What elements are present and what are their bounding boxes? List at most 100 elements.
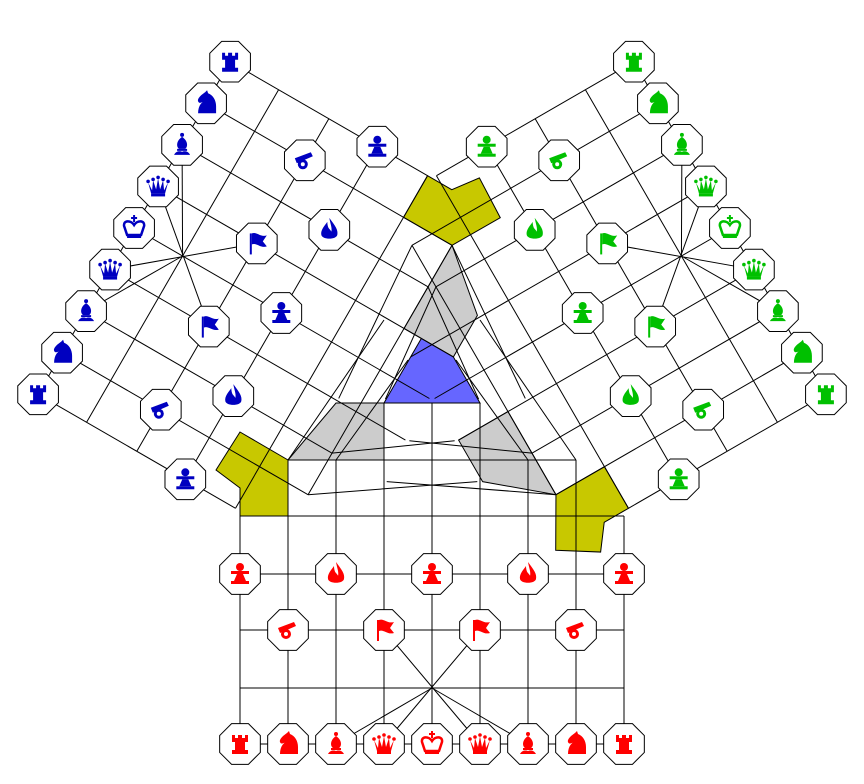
fire-piece[interactable] bbox=[513, 209, 556, 251]
rook-piece[interactable] bbox=[603, 723, 645, 765]
file-line bbox=[483, 227, 731, 371]
flag-piece[interactable] bbox=[459, 609, 501, 651]
queen-piece[interactable] bbox=[459, 723, 501, 765]
queen-icon bbox=[694, 175, 718, 197]
file-line bbox=[555, 352, 803, 496]
knight-piece[interactable] bbox=[185, 82, 227, 125]
queen-piece[interactable] bbox=[89, 248, 131, 291]
cannon-piece[interactable] bbox=[555, 609, 597, 651]
pieces-layer bbox=[17, 40, 847, 765]
cannon-piece[interactable] bbox=[538, 139, 581, 182]
rook-piece[interactable] bbox=[805, 373, 847, 416]
bishop-piece[interactable] bbox=[65, 290, 107, 332]
file-line bbox=[458, 411, 509, 441]
file-line bbox=[85, 310, 333, 454]
queen-piece[interactable] bbox=[137, 165, 179, 208]
bishop-piece[interactable] bbox=[757, 290, 799, 332]
flag-icon bbox=[249, 233, 267, 255]
file-line bbox=[435, 144, 683, 288]
bishop-icon bbox=[769, 299, 786, 322]
file-line bbox=[109, 269, 357, 413]
knight-icon bbox=[279, 731, 298, 754]
fire-piece[interactable] bbox=[308, 209, 351, 251]
file-line bbox=[61, 352, 309, 496]
king-piece[interactable] bbox=[113, 207, 155, 249]
pawn-piece[interactable] bbox=[164, 458, 207, 501]
king-icon bbox=[122, 215, 146, 238]
bishop-piece[interactable] bbox=[315, 723, 357, 765]
pawn-piece[interactable] bbox=[219, 553, 261, 595]
cannon-icon bbox=[294, 152, 313, 170]
cannon-icon bbox=[549, 152, 568, 170]
flag-icon bbox=[201, 316, 219, 338]
fire-icon bbox=[622, 384, 639, 405]
radial-line bbox=[386, 481, 557, 496]
queen-icon bbox=[742, 258, 766, 280]
cannon-piece[interactable] bbox=[682, 388, 725, 431]
king-piece[interactable] bbox=[709, 207, 751, 249]
knight-piece[interactable] bbox=[781, 331, 823, 374]
rook-icon bbox=[625, 52, 642, 72]
knight-piece[interactable] bbox=[267, 723, 309, 765]
file-line bbox=[436, 61, 635, 177]
queen-icon bbox=[468, 733, 492, 754]
flag-piece[interactable] bbox=[586, 222, 629, 265]
pawn-icon bbox=[573, 302, 592, 323]
palace-corner bbox=[402, 175, 501, 246]
bishop-piece[interactable] bbox=[507, 723, 549, 765]
fire-icon bbox=[225, 384, 242, 405]
pawn-icon bbox=[368, 135, 387, 157]
queen-icon bbox=[98, 258, 122, 280]
flag-piece[interactable] bbox=[634, 305, 677, 348]
radial-line bbox=[338, 245, 413, 399]
fire-piece[interactable] bbox=[212, 375, 255, 417]
pawn-piece[interactable] bbox=[356, 125, 399, 168]
bishop-piece[interactable] bbox=[161, 124, 203, 166]
flag-piece[interactable] bbox=[187, 305, 230, 348]
flag-icon bbox=[600, 233, 618, 255]
pawn-piece[interactable] bbox=[603, 553, 645, 595]
flag-piece[interactable] bbox=[363, 609, 405, 651]
file-line bbox=[379, 369, 430, 399]
cannon-piece[interactable] bbox=[267, 609, 309, 651]
rook-icon bbox=[232, 735, 248, 754]
knight-piece[interactable] bbox=[555, 723, 597, 765]
rook-piece[interactable] bbox=[209, 40, 251, 83]
knight-icon bbox=[53, 339, 73, 363]
rook-piece[interactable] bbox=[613, 40, 655, 83]
pawn-icon bbox=[231, 563, 249, 584]
queen-piece[interactable] bbox=[685, 165, 727, 208]
file-line bbox=[459, 185, 707, 329]
king-icon bbox=[718, 215, 742, 238]
file-line bbox=[355, 411, 406, 441]
pawn-piece[interactable] bbox=[561, 292, 604, 334]
knight-piece[interactable] bbox=[41, 331, 83, 374]
fire-piece[interactable] bbox=[609, 375, 652, 417]
king-icon bbox=[420, 731, 444, 754]
bishop-icon bbox=[520, 732, 536, 754]
fire-piece[interactable] bbox=[507, 553, 549, 595]
knight-piece[interactable] bbox=[637, 82, 679, 125]
bishop-piece[interactable] bbox=[661, 124, 703, 166]
file-line bbox=[507, 269, 755, 413]
fire-piece[interactable] bbox=[315, 553, 357, 595]
king-piece[interactable] bbox=[411, 723, 453, 765]
palace-corner bbox=[555, 466, 630, 553]
rook-piece[interactable] bbox=[17, 373, 59, 416]
cannon-piece[interactable] bbox=[139, 388, 182, 431]
palace-diagonal bbox=[607, 242, 755, 271]
rook-icon bbox=[616, 735, 632, 754]
queen-piece[interactable] bbox=[733, 248, 775, 291]
pawn-piece[interactable] bbox=[657, 458, 700, 501]
queen-piece[interactable] bbox=[363, 723, 405, 765]
pawn-icon bbox=[176, 468, 195, 490]
rook-piece[interactable] bbox=[219, 723, 261, 765]
cannon-piece[interactable] bbox=[283, 139, 326, 182]
knight-icon bbox=[793, 339, 812, 363]
pawn-piece[interactable] bbox=[465, 125, 508, 168]
pawn-piece[interactable] bbox=[260, 292, 303, 334]
radial-line bbox=[427, 286, 480, 400]
flag-piece[interactable] bbox=[235, 222, 278, 265]
pawn-piece[interactable] bbox=[411, 553, 453, 595]
